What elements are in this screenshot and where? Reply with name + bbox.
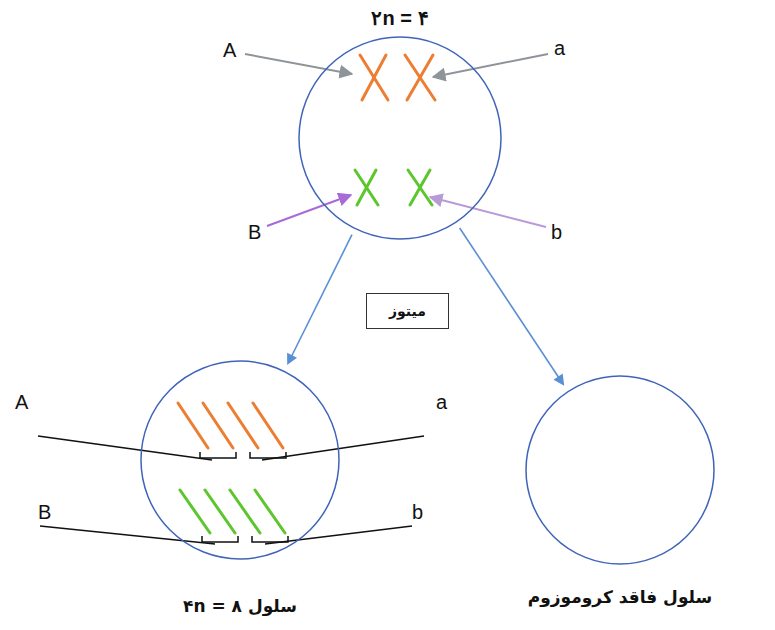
division-arrow <box>460 228 565 386</box>
allele-label: b <box>551 222 562 242</box>
daughter-cell: ۴n = ۸ سلول <box>140 360 340 560</box>
process-box: میتوز <box>366 293 449 329</box>
arrow-head <box>554 374 565 386</box>
arrow-line <box>291 235 352 357</box>
allele-label: B <box>248 222 261 242</box>
allele-label: B <box>38 502 51 522</box>
cell-outline <box>298 36 502 240</box>
allele-label: b <box>412 502 423 522</box>
orange-chromatids <box>178 403 283 448</box>
green-chromosomes <box>355 170 432 205</box>
process-label: میتوز <box>389 303 426 319</box>
allele-label: A <box>223 40 236 60</box>
empty-cell: سلول فاقد کروموزوم <box>525 375 715 565</box>
leader-lines <box>38 436 424 544</box>
allele-label: a <box>554 38 565 58</box>
pointer-arrows <box>245 54 548 227</box>
allele-label: A <box>15 392 28 412</box>
cell-heading: ۲n = ۴ <box>371 6 428 30</box>
arrow-head <box>287 353 297 365</box>
division-arrow <box>287 235 352 365</box>
cell-outline <box>525 375 715 565</box>
parent-cell: ۲n = ۴ <box>298 36 502 240</box>
cell-caption: سلول فاقد کروموزوم <box>528 587 712 607</box>
cell-outline <box>140 360 340 560</box>
orange-chromosomes <box>360 55 435 100</box>
arrow-line <box>460 228 560 378</box>
cell-caption: ۴n = ۸ سلول <box>183 596 297 616</box>
allele-label: a <box>436 392 447 412</box>
brackets <box>200 452 288 542</box>
green-chromatids <box>180 490 285 533</box>
